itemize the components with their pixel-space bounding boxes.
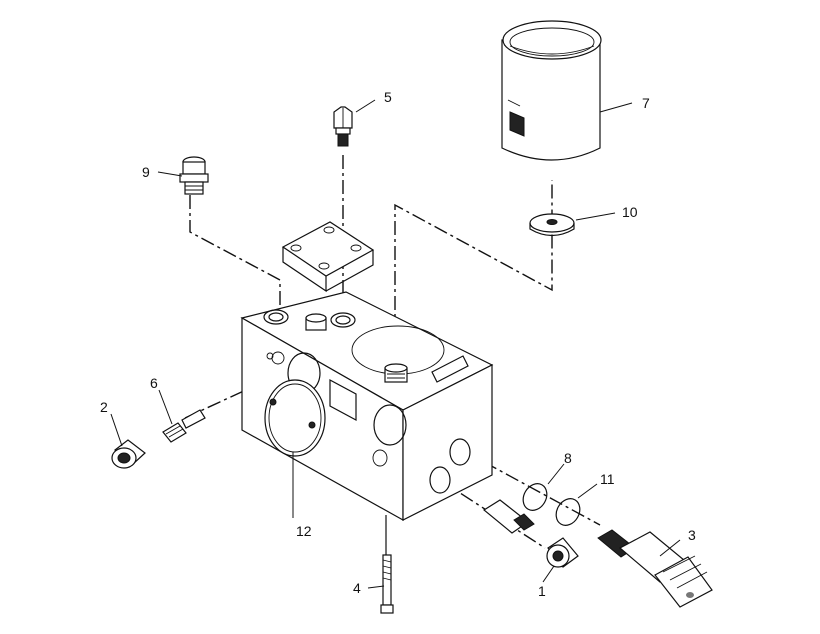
callout-4: 4: [353, 580, 361, 596]
part-6-spring-pin: [162, 409, 206, 443]
part-5-plug: [333, 106, 353, 147]
callout-1: 1: [538, 583, 546, 599]
callouts: 5 7 9 10 6 2 8 11 12 3 4 1: [100, 89, 696, 599]
part-10-washer: [529, 213, 575, 237]
part-11-o-ring: [555, 498, 581, 526]
part-8-o-ring: [522, 483, 548, 511]
callout-7: 7: [642, 95, 650, 111]
part-9-fitting: [179, 156, 209, 195]
callout-10: 10: [622, 204, 638, 220]
callout-12: 12: [296, 523, 312, 539]
part-7-filter-canister: [501, 20, 602, 161]
part-2-plug-cap: [111, 439, 146, 469]
callout-11: 11: [600, 471, 615, 487]
top-plate: [281, 221, 375, 293]
leader-lines: [110, 99, 681, 589]
callout-8: 8: [564, 450, 572, 466]
part-4-bolt: [380, 515, 394, 614]
callout-2: 2: [100, 399, 108, 415]
callout-5: 5: [384, 89, 392, 105]
part-3-cartridge-valve: [597, 529, 713, 608]
callout-9: 9: [142, 164, 150, 180]
callout-3: 3: [688, 527, 696, 543]
part-1-plug: [546, 537, 579, 568]
part-12-cover-plate: [264, 379, 326, 457]
spool-insert: [482, 499, 535, 534]
callout-6: 6: [150, 375, 158, 391]
